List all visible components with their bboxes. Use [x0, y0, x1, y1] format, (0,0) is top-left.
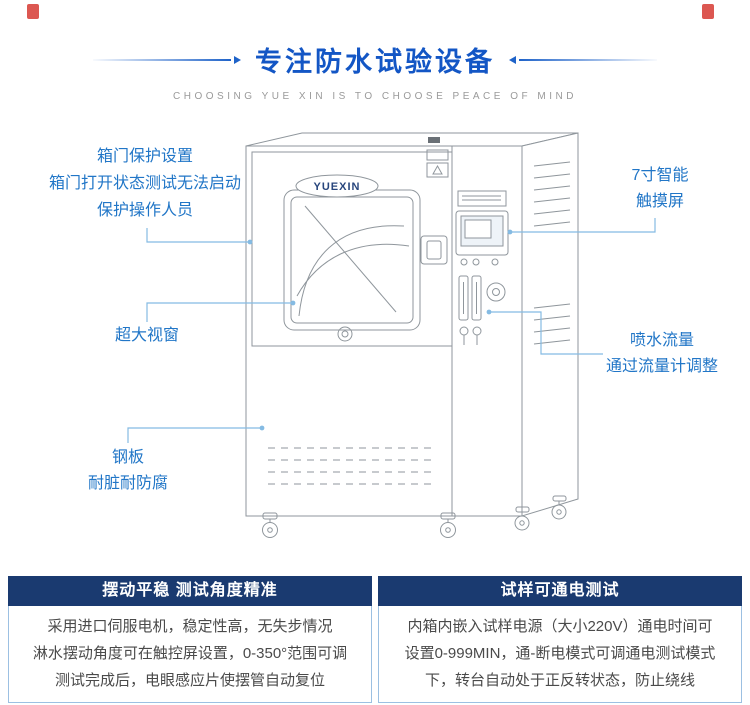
callout-line: 超大视窗: [114, 327, 179, 344]
callout-door-protection: 箱门保护设置 箱门打开状态测试无法启动 保护操作人员: [40, 143, 250, 224]
feature-panels: 摆动平稳 测试角度精准 采用进口伺服电机，稳定性高，无失步情况 淋水摆动角度可在…: [8, 576, 742, 703]
touchscreen-panel: [455, 210, 509, 256]
section-header: 专注防水试验设备 CHOOSING YUE XIN IS TO CHOOSE P…: [0, 40, 750, 102]
arrow-left-icon: [509, 55, 516, 64]
callout-touchscreen: 7寸智能 触摸屏: [590, 163, 730, 215]
callout-line: 保护操作人员: [96, 202, 193, 219]
callout-spray-flow: 喷水流量 通过流量计调整: [582, 328, 742, 380]
callout-line: 7寸智能: [631, 167, 689, 184]
callout-large-window: 超大视窗: [97, 325, 197, 347]
page-subtitle: CHOOSING YUE XIN IS TO CHOOSE PEACE OF M…: [173, 91, 577, 102]
decoration-line: [519, 58, 657, 61]
feature-body-swing: 采用进口伺服电机，稳定性高，无失步情况 淋水摆动角度可在触控屏设置，0-350°…: [8, 606, 372, 703]
valves: [459, 326, 482, 345]
machine-logo-text: YUEXIN: [314, 181, 361, 193]
feature-title-power: 试样可通电测试: [378, 576, 742, 606]
control-buttons: [460, 258, 499, 266]
callout-line: 箱门保护设置: [96, 148, 193, 165]
callout-connectors: [127, 218, 656, 443]
callout-line: 耐脏耐防腐: [87, 475, 168, 492]
callout-line: 喷水流量: [629, 332, 694, 349]
title-row: 专注防水试验设备: [0, 40, 750, 79]
arrow-right-icon: [234, 55, 241, 64]
feature-text-line: 淋水摆动角度可在触控屏设置，0-350°范围可调: [32, 645, 348, 662]
machine-body: [245, 132, 579, 538]
casters: [262, 495, 567, 538]
feature-panel-swing: 摆动平稳 测试角度精准 采用进口伺服电机，稳定性高，无失步情况 淋水摆动角度可在…: [8, 576, 372, 703]
callout-line: 通过流量计调整: [605, 358, 718, 375]
product-diagram: YUEXIN 箱门保护设置 箱门打开状态测试无法启动 保护操作人员: [0, 125, 750, 570]
flow-meters: [458, 275, 506, 321]
title-decoration-left: [93, 55, 241, 64]
feature-panel-power: 试样可通电测试 内箱内嵌入试样电源（大小220V）通电时间可 设置0-999MI…: [378, 576, 742, 703]
corner-mark-right: [702, 4, 714, 19]
feature-text-line: 下，转台自动处于正反转状态，防止绕线: [424, 672, 695, 689]
feature-text-line: 采用进口伺服电机，稳定性高，无失步情况: [47, 618, 333, 635]
feature-text-line: 测试完成后，电眼感应片使摆管自动复位: [54, 672, 325, 689]
feature-body-power: 内箱内嵌入试样电源（大小220V）通电时间可 设置0-999MIN，通-断电模式…: [378, 606, 742, 703]
side-louvers: [533, 161, 571, 345]
feature-text-line: 内箱内嵌入试样电源（大小220V）通电时间可: [407, 618, 713, 635]
page-title: 专注防水试验设备: [255, 47, 495, 77]
machine-illustration: YUEXIN: [127, 132, 656, 538]
front-vent-grille: [268, 447, 432, 485]
callout-line: 触摸屏: [635, 193, 684, 210]
callout-steel-plate: 钢板 耐脏耐防腐: [48, 445, 208, 497]
nameplate: [457, 190, 507, 207]
decoration-line: [93, 58, 231, 61]
feature-title-swing: 摆动平稳 测试角度精准: [8, 576, 372, 606]
connector-dots: [247, 229, 513, 431]
door-handle: [420, 235, 448, 265]
warning-stickers: [426, 149, 449, 178]
title-decoration-right: [509, 55, 657, 64]
corner-mark-left: [27, 4, 39, 19]
callout-line: 钢板: [111, 449, 144, 466]
callout-line: 箱门打开状态测试无法启动: [48, 175, 241, 192]
feature-text-line: 设置0-999MIN，通-断电模式可调通电测试模式: [404, 645, 716, 662]
